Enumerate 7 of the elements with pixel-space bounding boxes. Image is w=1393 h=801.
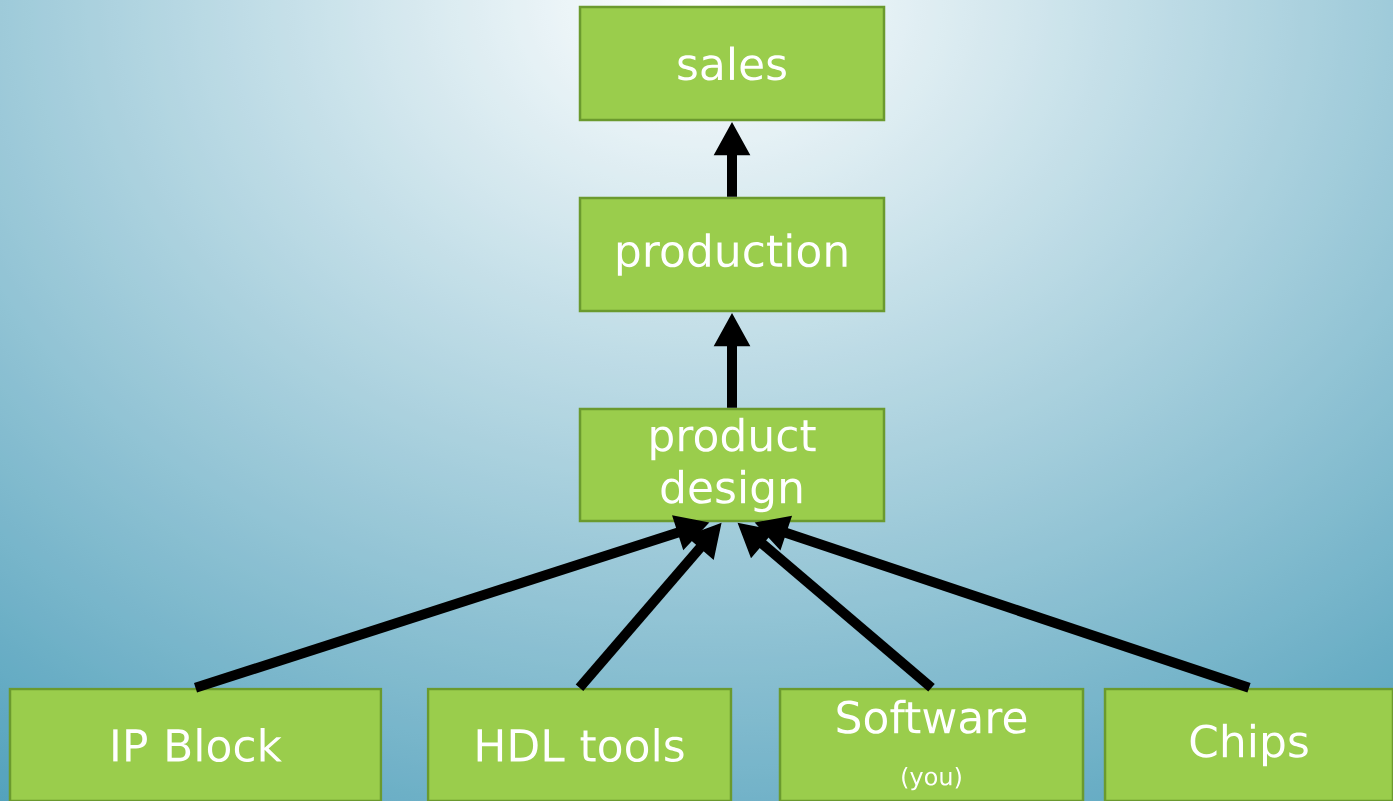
process-box: HDL tools <box>426 687 733 801</box>
process-box: IP Block <box>8 687 383 801</box>
process-box: production <box>578 196 886 313</box>
process-box: sales <box>578 5 886 122</box>
process-box: Chips <box>1103 687 1393 801</box>
process-box: product design <box>578 407 886 523</box>
process-box: Software (you) <box>778 687 1085 801</box>
